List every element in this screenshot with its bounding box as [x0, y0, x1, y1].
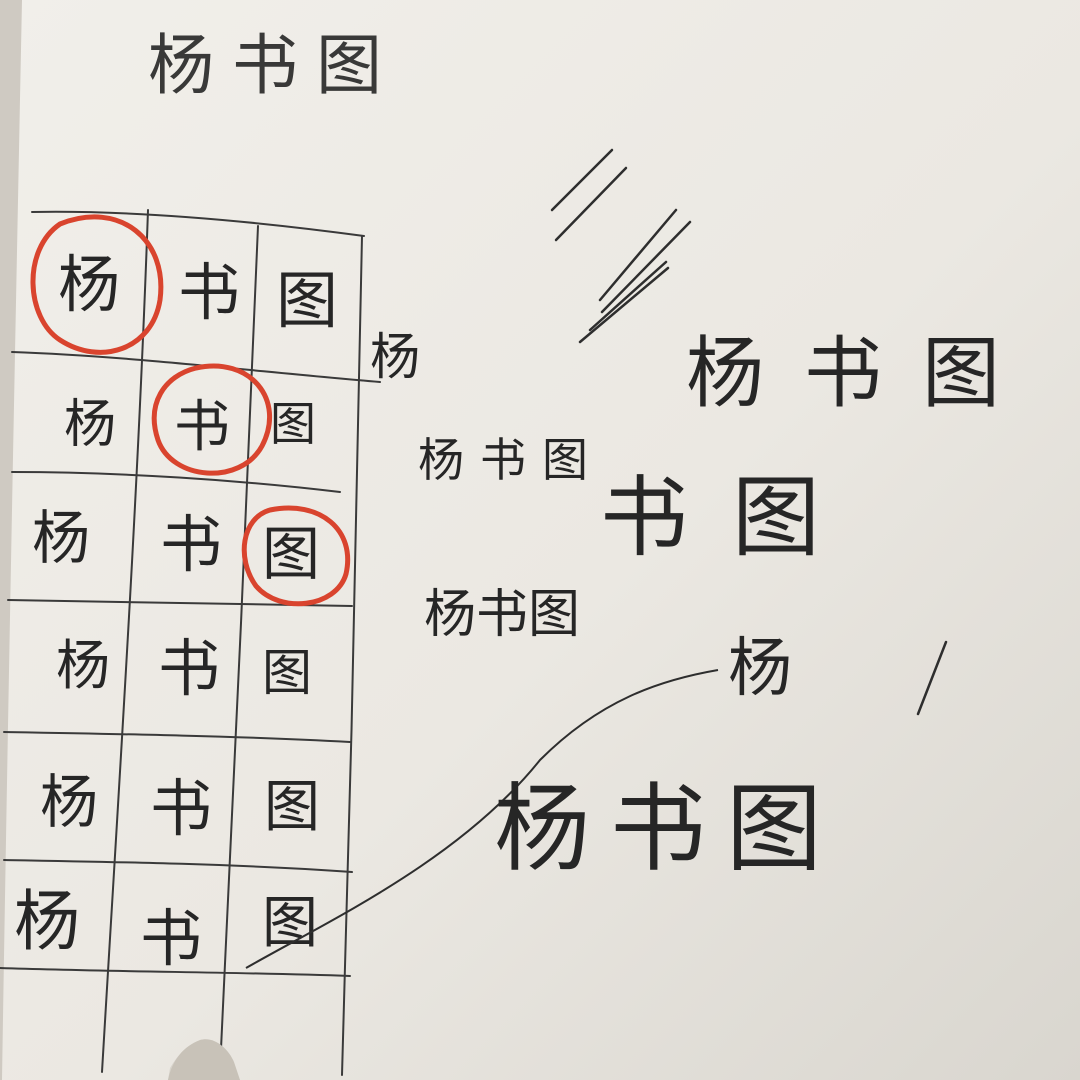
scribble-word: 杨 — [728, 632, 792, 706]
scribble-word: 杨书图 — [686, 329, 1040, 419]
grid-cell: 书 — [140, 902, 202, 975]
scribble-word: 杨书图 — [494, 773, 842, 885]
grid-cell: 杨 — [40, 768, 98, 836]
grid-cell: 杨 — [56, 634, 110, 697]
red-circles — [30, 214, 351, 607]
grid-cell: 书 — [150, 772, 212, 845]
grid-line-row-2 — [11, 471, 341, 493]
grid-line-bottom — [0, 967, 351, 977]
scribble-word: 杨书图 — [418, 433, 604, 487]
grid-line-row-5 — [3, 859, 353, 873]
slash-marks — [550, 148, 948, 716]
red-circle-mark — [30, 214, 164, 355]
grid-line-row-4 — [3, 731, 351, 743]
grid-cell: 杨 — [14, 883, 80, 960]
grid-cell: 杨 — [58, 248, 120, 321]
connector-stroke — [245, 669, 719, 969]
grid-cell: 图 — [262, 644, 312, 702]
grid-cell: 图 — [270, 397, 316, 451]
grid-cell: 图 — [262, 520, 320, 588]
scribble-word: 杨 — [370, 328, 420, 386]
grid-cell: 杨 — [64, 395, 116, 455]
grid-cell: 书 — [178, 256, 240, 329]
grid-cell: 杨 — [32, 504, 90, 572]
header-text: 杨书图 — [148, 27, 400, 104]
grid-cell: 图 — [276, 264, 338, 337]
grid-cell: 书 — [160, 508, 222, 581]
grid-cell: 书 — [174, 395, 230, 460]
red-circle-mark — [151, 363, 273, 476]
paper-left-edge-shadow — [0, 0, 22, 1080]
red-circle-mark — [241, 505, 351, 607]
scribble-word: 书图 — [600, 466, 864, 569]
torn-paper-edge — [168, 1039, 240, 1080]
grid-characters: 杨 书 图 杨 书 图 杨 书 图 杨 书 图 杨 书 图 杨 书 图 — [14, 248, 338, 975]
grid-line-row-1 — [11, 351, 381, 383]
scribble-word: 杨书图 — [424, 585, 580, 645]
scattered-practice: 杨 杨书图 杨书图 书图 杨 杨书图 杨书图 — [370, 328, 1040, 885]
grid-cell: 图 — [264, 775, 320, 840]
grid-line-top — [31, 210, 365, 237]
grid-line-col-2 — [219, 225, 259, 1071]
grid-line-col-3 — [341, 235, 363, 1076]
grid-cell: 书 — [158, 632, 220, 705]
grid-cell: 图 — [262, 891, 318, 956]
